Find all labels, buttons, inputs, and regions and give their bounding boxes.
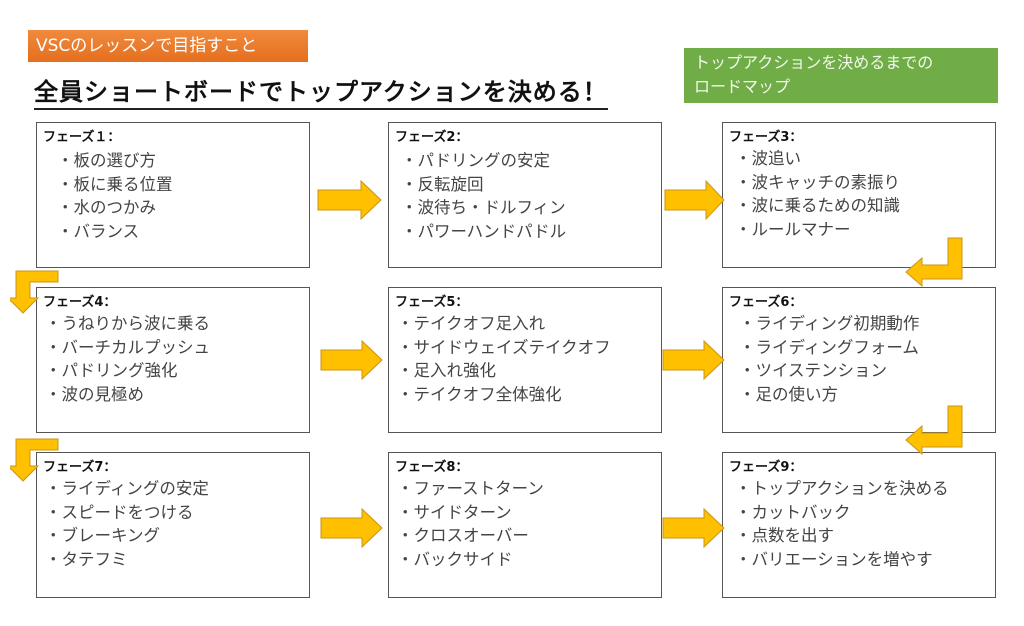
roadmap-label-line1: トップアクションを決めるまでの	[694, 53, 934, 72]
phase-item: ・パドリング強化	[45, 361, 178, 380]
phase-title: フェーズ5：	[395, 295, 469, 310]
phase-item: ・ブレーキング	[45, 526, 161, 545]
lesson-goal-tag: VSCのレッスンで目指すこと	[28, 30, 308, 62]
phase-item: ・スピードをつける	[45, 502, 194, 522]
phase-item: ・ライディング初期動作	[739, 314, 920, 333]
phase-item: ・ライディングフォーム	[739, 337, 919, 357]
phase-item: ・パワーハンドパドル	[401, 221, 567, 241]
phase-box-1: フェーズ１： ・板の選び方 ・板に乗る位置 ・水のつかみ ・バランス	[36, 122, 310, 268]
arrow-right-icon	[317, 180, 382, 220]
arrow-right-icon	[662, 508, 725, 548]
phase-title: フェーズ8：	[395, 460, 469, 475]
phase-item: ・板に乗る位置	[57, 174, 173, 194]
arrow-right-icon	[664, 180, 725, 220]
phase-title: フェーズ2：	[395, 130, 469, 145]
bent-arrow-left-down-icon	[10, 270, 59, 314]
phase-title: フェーズ7：	[43, 460, 117, 475]
phase-item: ・カットバック	[735, 502, 851, 522]
phase-item: ・サイドウェイズテイクオフ	[397, 337, 611, 357]
bent-arrow-down-left-icon	[905, 237, 963, 287]
phase-item: ・バーチカルプッシュ	[45, 337, 210, 357]
phase-item: ・バックサイド	[397, 549, 513, 569]
phase-item: ・ファーストターン	[397, 479, 544, 498]
phase-box-2: フェーズ2： ・パドリングの安定 ・反転旋回 ・波待ち・ドルフィン ・パワーハン…	[388, 122, 662, 268]
phase-box-5: フェーズ5： ・テイクオフ足入れ ・サイドウェイズテイクオフ ・足入れ強化 ・テ…	[388, 287, 662, 433]
arrow-right-icon	[320, 340, 383, 380]
phase-item: ・波に乗るための知識	[735, 196, 900, 215]
phase-box-9: フェーズ9： ・トップアクションを決める ・カットバック ・点数を出す ・バリエ…	[722, 452, 996, 598]
phase-item: ・波の見極め	[45, 384, 144, 404]
phase-item: ・板の選び方	[57, 151, 156, 170]
phase-item: ・ルールマナー	[735, 219, 851, 239]
phase-title: フェーズ4：	[43, 295, 117, 310]
arrow-right-icon	[320, 508, 383, 548]
phase-item: ・うねりから波に乗る	[45, 314, 210, 333]
phase-item: ・点数を出す	[735, 526, 834, 545]
phase-item: ・波キャッチの素振り	[735, 172, 900, 192]
roadmap-label-line2: ロードマップ	[694, 77, 791, 96]
phase-item: ・テイクオフ足入れ	[397, 314, 546, 333]
phase-title: フェーズ１：	[43, 130, 121, 145]
phase-item: ・タテフミ	[45, 549, 128, 569]
phase-item: ・バランス	[57, 221, 140, 241]
phase-box-7: フェーズ7： ・ライディングの安定 ・スピードをつける ・ブレーキング ・タテフ…	[36, 452, 310, 598]
bent-arrow-down-left-icon	[905, 405, 963, 455]
phase-item: ・反転旋回	[401, 174, 484, 194]
phase-item: ・サイドターン	[397, 502, 512, 522]
page-title: 全員ショートボードでトップアクションを決める！	[34, 72, 608, 110]
phase-item: ・波追い	[735, 149, 801, 168]
phase-box-3: フェーズ3： ・波追い ・波キャッチの素振り ・波に乗るための知識 ・ルールマナ…	[722, 122, 996, 268]
phase-title: フェーズ3：	[729, 130, 803, 145]
phase-box-8: フェーズ8： ・ファーストターン ・サイドターン ・クロスオーバー ・バックサイ…	[388, 452, 662, 598]
phase-item: ・テイクオフ全体強化	[397, 384, 562, 404]
phase-item: ・水のつかみ	[57, 198, 156, 217]
arrow-right-icon	[662, 340, 725, 380]
phase-item: ・ライディングの安定	[45, 479, 209, 498]
phase-item: ・バリエーションを増やす	[735, 549, 933, 569]
phase-item: ・クロスオーバー	[397, 526, 529, 545]
phase-item: ・波待ち・ドルフィン	[401, 198, 566, 217]
bent-arrow-left-down-icon	[10, 438, 59, 482]
phase-item: ・ツイステンション	[739, 361, 888, 380]
phase-box-4: フェーズ4： ・うねりから波に乗る ・バーチカルプッシュ ・パドリング強化 ・波…	[36, 287, 310, 433]
phase-item: ・足の使い方	[739, 384, 838, 404]
phase-item: ・パドリングの安定	[401, 151, 550, 170]
phase-title: フェーズ6：	[729, 295, 803, 310]
roadmap-label: トップアクションを決めるまでの ロードマップ	[684, 48, 998, 103]
phase-item: ・トップアクションを決める	[735, 479, 949, 498]
phase-item: ・足入れ強化	[397, 361, 496, 380]
phase-title: フェーズ9：	[729, 460, 803, 475]
